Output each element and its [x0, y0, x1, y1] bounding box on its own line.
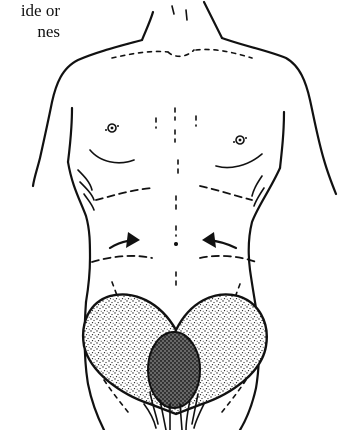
dark-stippled-oval [148, 332, 200, 408]
left-nipple-icon [105, 124, 119, 132]
chest-dash-marks [156, 116, 196, 128]
left-breast-fold [90, 150, 134, 163]
neck-center-marks [172, 6, 187, 20]
left-costal-margin-line [96, 188, 152, 200]
lower-abdomen-dashed-line [92, 256, 256, 262]
umbilicus-mark [174, 242, 178, 246]
right-costal-margin-line [200, 186, 252, 200]
right-arrow-icon [202, 232, 236, 248]
left-flank-outline [68, 162, 90, 302]
neck-left-outline [142, 12, 153, 40]
clavicle-dashed-line [112, 49, 252, 58]
neck-right-outline [204, 2, 222, 38]
left-armpit-line [68, 108, 72, 162]
right-armpit-line [280, 112, 284, 168]
left-shoulder-outline [33, 40, 142, 186]
left-arrow-icon [110, 232, 140, 248]
right-flank-outline [249, 168, 280, 308]
right-breast-fold [216, 154, 262, 168]
midline-dashed-line [175, 108, 178, 236]
right-nipple-icon [233, 136, 247, 144]
sternal-notch-mark [168, 50, 194, 56]
